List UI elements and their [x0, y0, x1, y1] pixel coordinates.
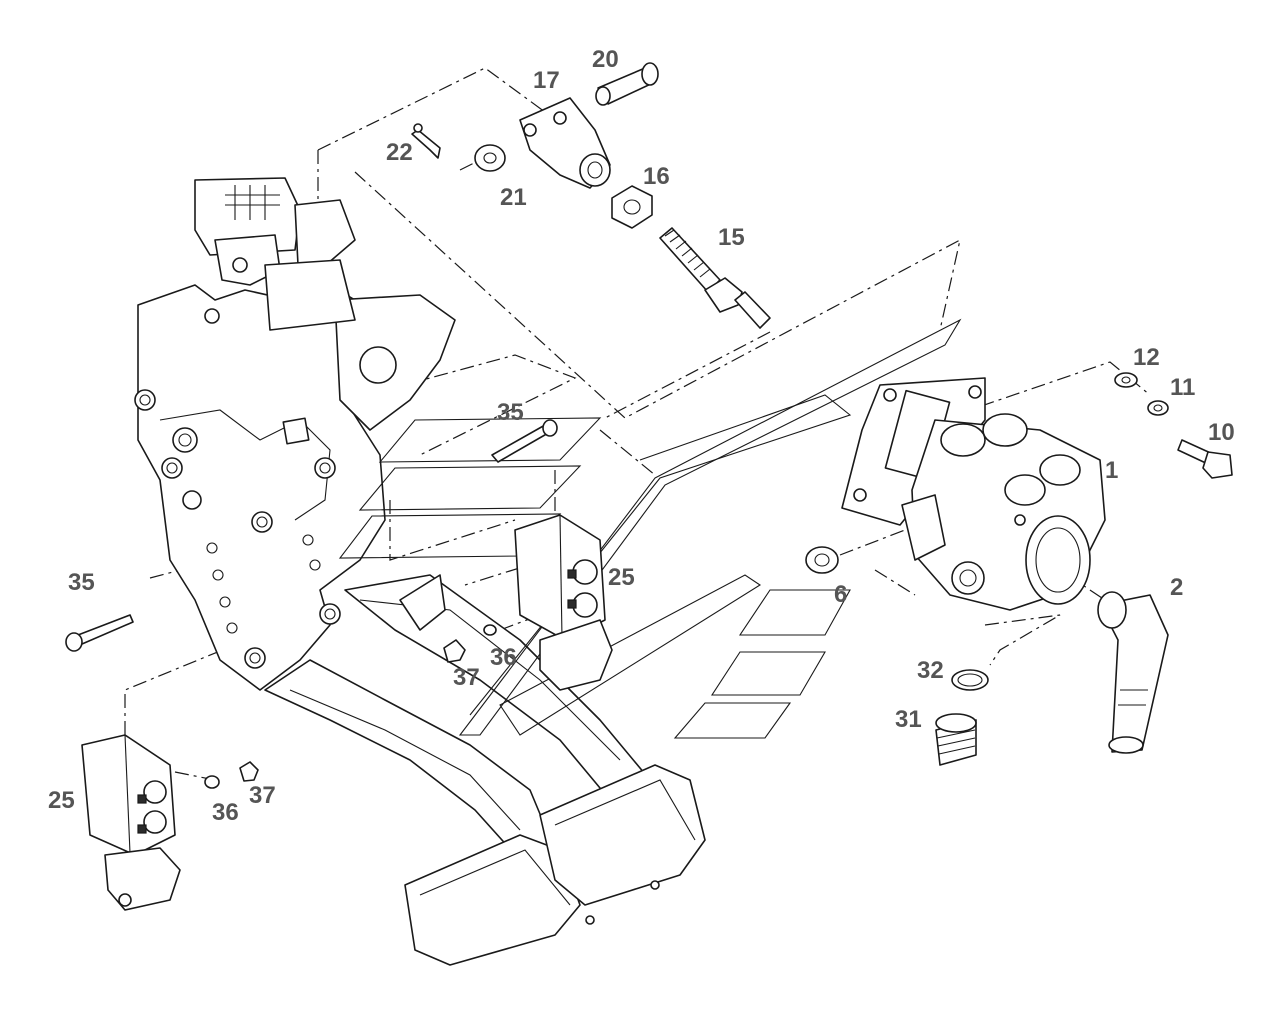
bolt-35-left	[65, 614, 134, 652]
callout-10: 10	[1208, 419, 1235, 446]
elbow-fitting	[1097, 591, 1169, 754]
callout-25-lower: 25	[48, 787, 75, 814]
pedal-arms	[264, 574, 651, 861]
callout-31: 31	[895, 706, 922, 733]
callout-15: 15	[718, 224, 745, 251]
callout-22: 22	[386, 139, 413, 166]
solenoid-valve-center	[514, 514, 613, 691]
callout-37-lower: 37	[249, 782, 276, 809]
callout-1: 1	[1105, 457, 1118, 484]
callout-25-center: 25	[608, 564, 635, 591]
callout-32: 32	[917, 657, 944, 684]
nut-37-lower	[239, 761, 259, 782]
washer-36-center	[483, 624, 497, 636]
callout-6: 6	[834, 581, 847, 608]
callout-36-center: 36	[490, 644, 517, 671]
callout-21: 21	[500, 184, 527, 211]
nut-16	[611, 185, 653, 229]
callout-2: 2	[1170, 574, 1183, 601]
solenoid-valve-lower	[81, 734, 181, 911]
washer-12	[1114, 372, 1138, 388]
callout-12: 12	[1133, 344, 1160, 371]
callout-36-lower: 36	[212, 799, 239, 826]
rod-15	[659, 227, 771, 329]
bracket-holes	[206, 534, 321, 634]
callout-17: 17	[533, 67, 560, 94]
callout-37-center: 37	[453, 664, 480, 691]
washer-11	[1147, 400, 1169, 416]
washer-21	[474, 144, 506, 172]
pedal-pads	[404, 764, 706, 966]
seal-32	[951, 669, 989, 691]
bracket-bolts	[134, 308, 341, 669]
cotter-22	[411, 123, 441, 159]
callout-35-upper: 35	[497, 399, 524, 426]
brake-valve	[841, 377, 1106, 611]
callout-20: 20	[592, 46, 619, 73]
pedal-bracket	[134, 177, 456, 691]
callout-35-left: 35	[68, 569, 95, 596]
clevis-17	[519, 97, 611, 189]
bolt-35-upper	[491, 419, 558, 463]
plug-31	[935, 713, 977, 766]
callout-11: 11	[1170, 374, 1195, 401]
pin-20	[595, 62, 659, 106]
washer-36-lower	[204, 775, 220, 789]
callout-labels: 20 17 22 21 16 15 12 11 10 1 35 25 6 2 3…	[48, 46, 1235, 826]
callout-16: 16	[643, 163, 670, 190]
sheet-plates	[338, 318, 962, 739]
nut-37-center	[443, 639, 466, 663]
bolt-10	[1177, 439, 1233, 479]
plug-6	[805, 546, 839, 574]
